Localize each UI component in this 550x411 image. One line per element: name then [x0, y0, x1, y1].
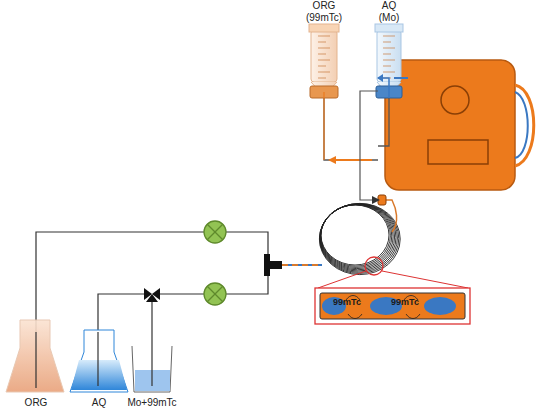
vessel-label: AQ — [92, 397, 106, 409]
vessel-label: ORG (99mTc) — [302, 0, 346, 24]
aq-flask — [70, 330, 128, 392]
vessel-name: AQ — [92, 397, 106, 409]
three-way-valve — [144, 288, 160, 302]
segmented-flow — [282, 264, 322, 266]
vessel-name: ORG — [25, 397, 48, 409]
coil-reactor — [319, 203, 400, 274]
tubing — [36, 232, 268, 352]
vessel-name: Mo+99mTc — [127, 397, 176, 409]
org-flask — [6, 320, 64, 392]
t-junction — [264, 254, 282, 276]
vessel-name: ORG (99mTc) — [302, 0, 346, 24]
isotope-label: 99mTc — [391, 297, 419, 307]
aq-liquid — [71, 360, 127, 390]
vessel-name: AQ (Mo) — [371, 0, 407, 24]
vessel-label: Mo+99mTc — [127, 397, 176, 409]
collection-tube — [309, 24, 403, 98]
pump-symbol — [204, 221, 226, 305]
vessel-label: AQ (Mo) — [371, 0, 407, 24]
beaker — [132, 346, 172, 392]
isotope-label: 99mTc — [333, 297, 361, 307]
separator-device — [385, 60, 515, 190]
vessel-label: ORG — [25, 397, 48, 409]
